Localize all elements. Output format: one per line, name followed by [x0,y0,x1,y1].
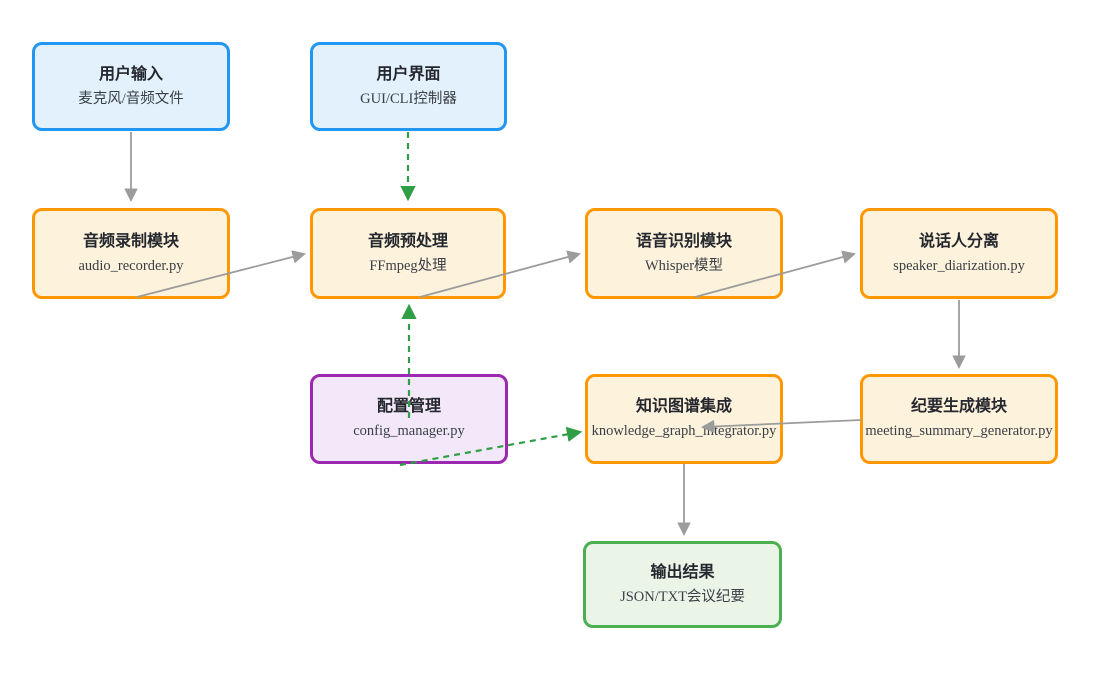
node-user-interface: 用户界面 GUI/CLI控制器 [310,42,507,131]
node-title-summary-generator: 纪要生成模块 [910,398,1007,416]
node-audio-preprocess: 音频预处理 FFmpeg处理 [310,208,506,299]
node-title-config-manager: 配置管理 [376,398,441,416]
node-summary-generator: 纪要生成模块 meeting_summary_generator.py [860,374,1058,464]
node-subtitle-summary-generator: meeting_summary_generator.py [865,423,1053,440]
node-title-speech-recognition: 语音识别模块 [635,232,732,250]
node-title-user-input: 用户输入 [98,65,163,83]
node-title-output: 输出结果 [650,563,715,581]
node-output: 输出结果 JSON/TXT会议纪要 [583,541,782,628]
node-speaker-diarization: 说话人分离 speaker_diarization.py [860,208,1058,299]
node-user-input: 用户输入麦克风/音频文件 [32,42,230,131]
node-subtitle-output: JSON/TXT会议纪要 [620,588,745,605]
node-subtitle-knowledge-graph: knowledge_graph_integrator.py [591,423,777,440]
node-speech-recognition: 语音识别模块 Whisper模型 [585,208,783,299]
node-knowledge-graph: 知识图谱集成 knowledge_graph_integrator.py [585,374,783,464]
node-title-speaker-diarization: 说话人分离 [918,232,999,250]
node-title-audio-preprocess: 音频预处理 [367,232,448,250]
node-subtitle-audio-preprocess: FFmpeg处理 [369,257,447,274]
node-subtitle-user-interface: GUI/CLI控制器 [360,90,457,107]
node-subtitle-audio-recorder: audio_recorder.py [78,257,184,274]
node-title-knowledge-graph: 知识图谱集成 [635,398,732,416]
node-title-user-interface: 用户界面 [376,65,441,83]
node-config-manager: 配置管理 config_manager.py [310,374,508,464]
node-audio-recorder: 音频录制模块 audio_recorder.py [32,208,230,299]
node-title-audio-recorder: 音频录制模块 [82,232,179,250]
node-subtitle-config-manager: config_manager.py [353,423,465,440]
node-subtitle-speech-recognition: Whisper模型 [644,257,724,274]
node-subtitle-speaker-diarization: speaker_diarization.py [893,257,1025,274]
node-subtitle-user-input: 麦克风/音频文件 [78,90,184,107]
